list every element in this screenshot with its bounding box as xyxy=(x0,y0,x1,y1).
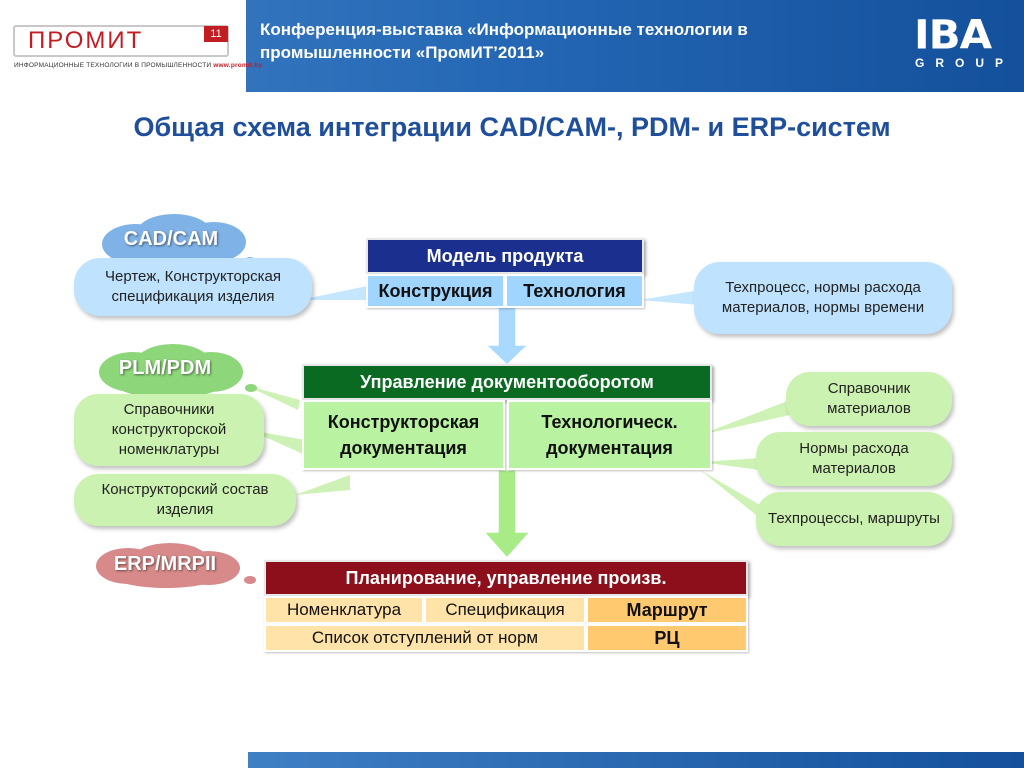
bubble-cad-drawing: Чертеж, Конструкторская спецификация изд… xyxy=(74,258,312,316)
planning-cell-specification: Спецификация xyxy=(424,596,586,624)
cloud-erp-mrp xyxy=(96,543,256,588)
iba-logo-group: GROUP xyxy=(915,56,1015,70)
planning-header: Планирование, управление произв. xyxy=(264,560,748,596)
doc-management-header: Управление документооборотом xyxy=(302,364,712,400)
connector-consumption xyxy=(700,458,760,470)
product-model-cell-design: Конструкция xyxy=(366,274,505,308)
promit-logo-frame xyxy=(13,25,229,57)
box-design-directories: Справочники конструкторской номенклатуры xyxy=(74,394,264,466)
planning-cell-rc: РЦ xyxy=(586,624,748,652)
connector-cad-bubble xyxy=(300,285,372,300)
slide-title: Общая схема интеграции CAD/CAM-, PDM- и … xyxy=(133,112,891,142)
cloud-cad-cam-label: CAD/CAM xyxy=(123,228,219,250)
arrow-down-model-to-docs xyxy=(484,304,530,367)
connector-plm-cloud xyxy=(245,385,300,410)
planning-cell-deviations: Список отступлений от норм xyxy=(264,624,586,652)
box-materials-directory: Справочник материалов xyxy=(786,372,952,426)
connector-structure xyxy=(295,475,350,495)
footer-bar xyxy=(248,752,1024,768)
box-product-structure: Конструкторский состав изделия xyxy=(74,474,296,526)
box-consumption-norms: Нормы расхода материалов xyxy=(756,432,952,486)
product-model-cell-technology: Технология xyxy=(505,274,644,308)
cloud-erp-mrp-label: ERP/MRPII xyxy=(113,553,217,575)
promit-logo-subtitle: ИНФОРМАЦИОННЫЕ ТЕХНОЛОГИИ В ПРОМЫШЛЕННОС… xyxy=(14,62,262,69)
product-model-header: Модель продукта xyxy=(366,238,644,274)
bubble-process-norms: Техпроцесс, нормы расхода материалов, но… xyxy=(694,262,952,334)
logo-subtitle-text: ИНФОРМАЦИОННЫЕ ТЕХНОЛОГИИ В ПРОМЫШЛЕННОС… xyxy=(14,62,212,69)
promit-logo: ПРОМИТ xyxy=(28,27,144,54)
conference-title: Конференция-выставка «Информационные тех… xyxy=(260,20,748,62)
planning-cell-nomenclature: Номенклатура xyxy=(264,596,424,624)
doc-management-cell-design-docs: Конструкторская документация xyxy=(302,400,505,470)
doc-management-cell-tech-docs: Технологическ. документация xyxy=(507,400,712,470)
connector-process-bubble xyxy=(640,290,700,305)
iba-logo: IBA xyxy=(914,11,992,58)
cloud-plm-pdm-label: PLM/PDM xyxy=(118,357,212,379)
promit-logo-badge: 11 xyxy=(204,26,228,42)
arrow-down-docs-to-planning xyxy=(482,469,532,560)
logo-url[interactable]: www.promit.by xyxy=(213,62,263,69)
planning-cell-route: Маршрут xyxy=(586,596,748,624)
connector-processes xyxy=(700,470,760,518)
box-processes-routes: Техпроцессы, маршруты xyxy=(756,492,952,546)
connector-materials-dir xyxy=(700,400,790,435)
cloud-plm-pdm xyxy=(99,344,257,398)
